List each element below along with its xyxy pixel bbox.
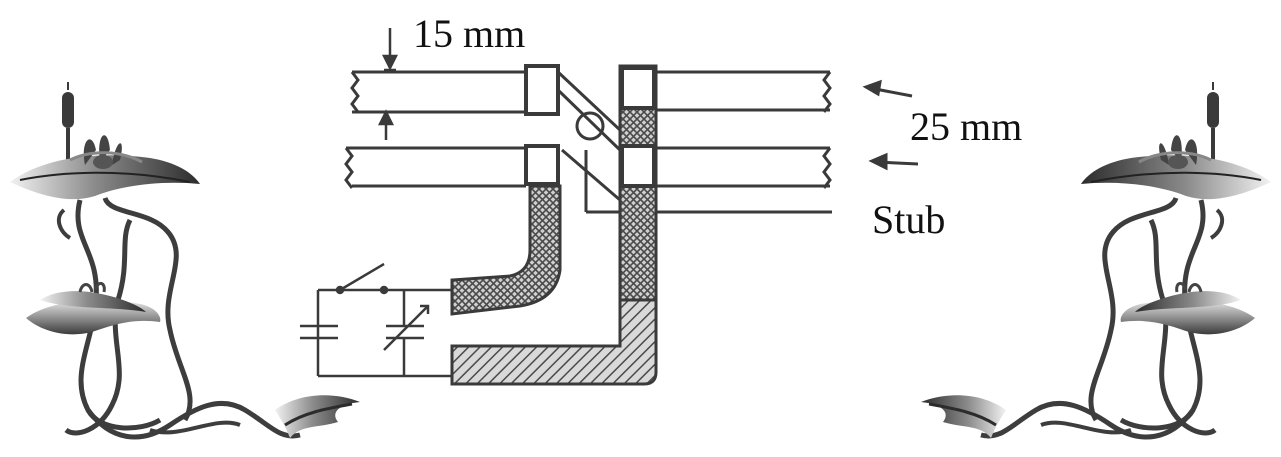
dimension-15mm: [377, 28, 399, 140]
curved-feed: [450, 184, 562, 316]
right-lower-bar: [656, 146, 832, 189]
capacitor-symbol: [300, 324, 338, 340]
left-upper-bar: [350, 64, 560, 116]
bottom-feed: [450, 298, 658, 386]
junction-circle: [575, 111, 605, 141]
variable-capacitor-symbol: [383, 304, 430, 351]
circuit-diagram: [344, 64, 832, 214]
tuning-circuit: [300, 262, 452, 378]
label-stub: Stub: [872, 197, 945, 242]
right-upper-bar: [656, 70, 832, 113]
label-25mm: 25 mm: [910, 104, 1022, 149]
lotus-ornament-left: [10, 82, 360, 438]
label-15mm: 15 mm: [413, 11, 525, 56]
switch-symbol: [335, 262, 389, 295]
left-lower-bar: [344, 144, 560, 189]
dimension-25mm: [862, 79, 919, 171]
